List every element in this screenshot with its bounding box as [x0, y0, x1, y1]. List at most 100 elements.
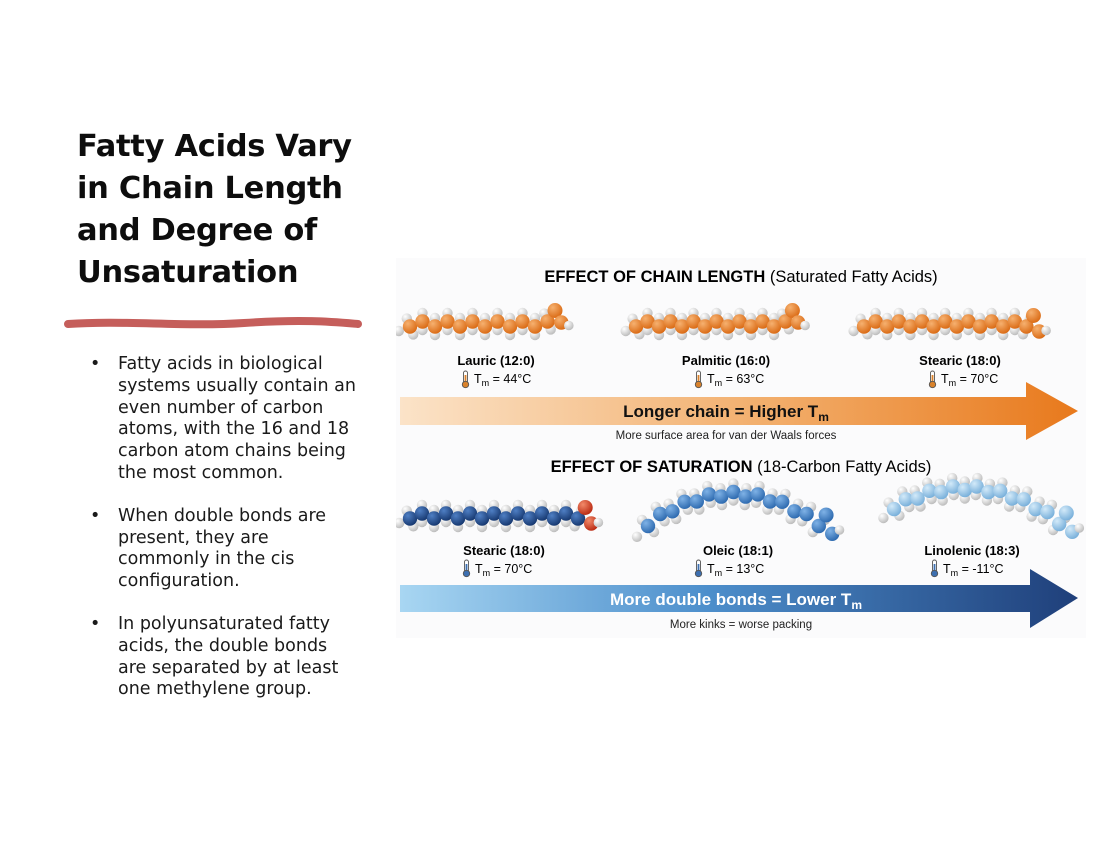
atom-sphere [856, 319, 872, 334]
atom-sphere [891, 314, 906, 329]
bullet-line: carbon atom chains being [118, 441, 346, 462]
atom-sphere [452, 319, 468, 334]
atom-sphere [750, 487, 765, 502]
atom-sphere [886, 501, 902, 517]
atom-sphere [651, 319, 667, 334]
title-line: Fatty Acids Vary [77, 129, 352, 164]
fatty-acid-figure: EFFECT OF CHAIN LENGTH (Saturated Fatty … [396, 258, 1086, 638]
atom-sphere [593, 517, 604, 528]
atom-sphere [903, 319, 918, 334]
atom-sphere [510, 506, 526, 521]
atom-sphere [653, 506, 668, 522]
atom-sphere [438, 506, 454, 521]
bullet-line: are separated by at least [118, 657, 339, 678]
atom-sphere [972, 319, 988, 334]
bullet-line: commonly in the cis [118, 549, 295, 570]
tm-label: Tm = 44°C [474, 372, 531, 388]
atom-sphere [697, 319, 713, 334]
atom-sphere [726, 484, 741, 500]
atom-sphere [546, 511, 562, 526]
atom-sphere [938, 314, 953, 329]
atom-sphere [787, 504, 802, 519]
chain-heading-bold: EFFECT OF CHAIN LENGTH [544, 268, 765, 286]
molecule-model [878, 472, 1085, 539]
atom-sphere [628, 319, 644, 334]
atom-sphere [558, 506, 574, 521]
atom-sphere [766, 319, 782, 334]
bullet-line: Fatty acids in biological [118, 354, 323, 374]
atom-sphere [686, 314, 701, 329]
atom-sphere [665, 504, 680, 519]
atom-sphere [427, 319, 443, 334]
atom-sphere [415, 314, 430, 329]
bullet-dot: • [90, 354, 101, 374]
saturation-labels: Stearic (18:0) Oleic (18:1) Linolenic (1… [462, 543, 1020, 578]
atom-sphere [996, 319, 1011, 334]
title-line: in Chain Length [77, 171, 343, 206]
atom-sphere [677, 494, 692, 509]
atom-sphere [922, 483, 937, 498]
atom-sphere [534, 506, 550, 521]
atom-sphere [818, 507, 834, 523]
atom-sphere [490, 314, 505, 329]
molecule-name: Lauric (12:0) [457, 353, 534, 368]
atom-sphere [957, 482, 972, 498]
atom-sphere [450, 511, 466, 526]
slide-title: Fatty Acids Vary in Chain Length and Deg… [77, 126, 377, 294]
atom-sphere [701, 487, 717, 502]
atom-sphere [1019, 319, 1034, 334]
atom-sphere [689, 494, 704, 509]
atom-sphere [811, 518, 826, 534]
atom-sphere [1041, 325, 1051, 336]
molecule-name: Stearic (18:0) [463, 543, 545, 558]
atom-sphere [714, 489, 729, 504]
saturation-heading-bold: EFFECT OF SATURATION [551, 458, 753, 476]
tm-label: Tm = 13°C [707, 562, 764, 578]
atom-sphere [620, 325, 631, 337]
saturation-molecules-row [396, 472, 1085, 542]
atom-sphere [396, 517, 405, 529]
bullet-line: even number of carbon [118, 397, 324, 418]
atom-sphere [898, 492, 913, 507]
bullet-item: • When double bonds are present, they ar… [90, 506, 370, 593]
atom-sphere [570, 511, 586, 526]
bullet-dot: • [90, 613, 101, 634]
thermometer-icon [930, 559, 939, 578]
molecule-model [396, 303, 574, 341]
atom-sphere [631, 531, 643, 542]
atom-sphere [969, 479, 984, 494]
thermometer-icon [694, 559, 703, 578]
atom-sphere [426, 511, 442, 526]
atom-sphere [926, 319, 941, 334]
bullet-item: • Fatty acids in biological systems usua… [90, 354, 370, 485]
molecule-name: Linolenic (18:3) [924, 543, 1019, 558]
chain-molecules-row [396, 303, 1051, 341]
atom-sphere [934, 484, 949, 500]
atom-sphere [502, 319, 518, 334]
saturation-section-heading: EFFECT OF SATURATION (18-Carbon Fatty Ac… [551, 458, 932, 476]
chain-arrow-note: More surface area for van der Waals forc… [616, 430, 837, 442]
atom-sphere [762, 494, 778, 509]
thermometer-icon [461, 370, 470, 389]
atom-sphere [640, 314, 655, 329]
molecule-name: Oleic (18:1) [703, 543, 773, 558]
atom-sphere [910, 491, 925, 506]
atom-sphere [440, 314, 455, 329]
molecule-name: Stearic (18:0) [919, 353, 1001, 368]
molecule-model [396, 499, 604, 533]
atom-sphere [465, 314, 480, 329]
atom-sphere [949, 319, 964, 334]
atom-sphere [709, 314, 724, 329]
atom-sphere [1016, 492, 1031, 507]
saturation-arrow [400, 569, 1078, 628]
bullet-line: In polyunsaturated fatty [118, 613, 331, 634]
thermometer-icon [928, 370, 937, 389]
atom-sphere [474, 511, 490, 526]
atom-sphere [402, 319, 418, 334]
atom-sphere [738, 489, 753, 504]
atom-sphere [945, 479, 961, 494]
saturation-heading-normal: (18-Carbon Fatty Acids) [753, 458, 932, 476]
atom-sphere [914, 314, 930, 329]
atom-sphere [640, 518, 656, 534]
atom-sphere [848, 325, 859, 337]
